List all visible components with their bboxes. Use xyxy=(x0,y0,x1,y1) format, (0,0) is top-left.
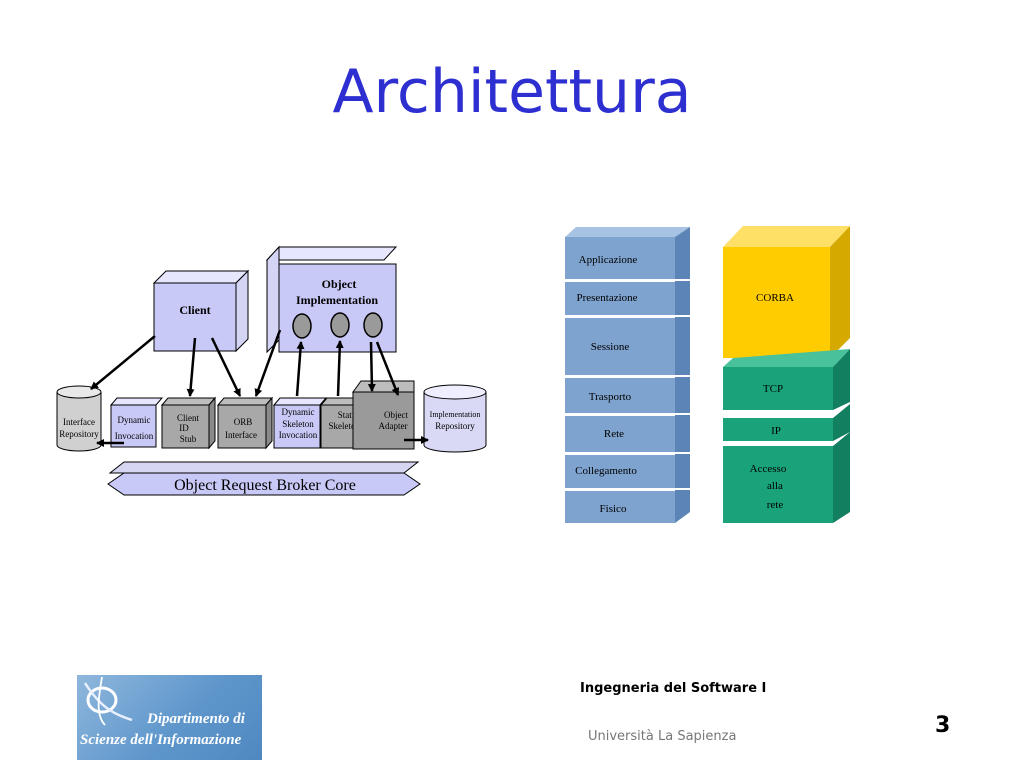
object-adapter-label-2: Adapter xyxy=(379,421,408,431)
ip-layer: IP xyxy=(723,404,850,441)
corba-layer: CORBA xyxy=(723,226,850,358)
access-label-3: rete xyxy=(767,499,784,511)
corba-tcpip-stack: CORBA TCP IP Accesso alla rete xyxy=(723,226,850,523)
orb-interface-label-1: ORB xyxy=(234,417,253,427)
orb-core-bar: Object Request Broker Core xyxy=(107,461,421,496)
servant-object-3 xyxy=(363,312,383,338)
osi-layer-rete: Rete xyxy=(565,416,675,452)
call-arrows xyxy=(90,329,429,447)
arrow-dsi-to-object xyxy=(295,341,305,397)
orb-interface-box: ORB Interface xyxy=(216,396,274,450)
access-label-1: Accesso xyxy=(750,463,787,475)
osi-layer-applicazione: Applicazione xyxy=(565,237,675,279)
implementation-repository-label-2: Repository xyxy=(435,421,475,431)
logo-text-line-1: Dipartimento di xyxy=(147,711,245,727)
osi-layer-collegamento: Collegamento xyxy=(565,455,675,488)
servant-object-1 xyxy=(292,313,312,339)
arrow-client-to-orb-interface xyxy=(210,337,242,397)
dsi-label-1: Dynamic xyxy=(282,407,315,417)
object-implementation-box: Object Implementation xyxy=(265,245,398,354)
osi-layer-sessione: Sessione xyxy=(565,318,675,375)
logo-text-line-2: Scienze dell'Informazione xyxy=(80,732,242,748)
slide-title: Architettura xyxy=(332,57,692,127)
object-adapter-label-1: Object xyxy=(384,410,408,420)
client-stub-label-1: Client xyxy=(177,413,199,423)
svg-text:Sessione: Sessione xyxy=(591,341,630,353)
object-implementation-label-2: Implementation xyxy=(296,293,378,307)
corba-architecture-diagram: Client Object Implementation Interface R… xyxy=(56,245,487,496)
arrow-object-to-adapter xyxy=(367,341,376,392)
servant-object-2 xyxy=(330,312,350,338)
orb-interface-label-2: Interface xyxy=(225,430,257,440)
interface-repository-label-2: Repository xyxy=(59,429,99,439)
logo-emblem-icon xyxy=(83,676,133,726)
arrow-client-to-interface-repo xyxy=(90,335,156,390)
dynamic-invocation-label-2: Invocation xyxy=(115,431,154,441)
client-label: Client xyxy=(179,303,210,317)
dsi-label-3: Invocation xyxy=(279,430,318,440)
client-box: Client xyxy=(152,269,250,353)
arrow-object-to-orb-interface xyxy=(254,329,282,397)
corba-label: CORBA xyxy=(756,292,794,304)
svg-text:Presentazione: Presentazione xyxy=(576,292,637,304)
client-stub-label-3: Stub xyxy=(180,434,197,444)
network-access-layer: Accesso alla rete xyxy=(723,432,850,523)
svg-text:Rete: Rete xyxy=(604,428,624,440)
static-skeletons-label-1: Static xyxy=(338,410,359,420)
osi-stack: Applicazione Presentazione Sessione Tras… xyxy=(565,227,690,523)
osi-layer-trasporto: Trasporto xyxy=(565,378,675,413)
dynamic-invocation-box: Dynamic Invocation xyxy=(109,397,164,448)
static-skeletons-label-2: Skeletons xyxy=(329,421,364,431)
department-logo: Dipartimento di Scienze dell'Informazion… xyxy=(77,675,262,760)
osi-layer-fisico: Fisico xyxy=(565,491,675,523)
client-idl-stub-box: Client ID Stub xyxy=(160,396,217,450)
interface-repository-label-1: Interface xyxy=(63,417,95,427)
svg-text:Collegamento: Collegamento xyxy=(575,465,637,477)
interface-repository: Interface Repository xyxy=(56,385,102,452)
dsi-label-2: Skeleton xyxy=(282,419,314,429)
svg-text:Fisico: Fisico xyxy=(600,503,627,515)
dynamic-skeleton-invocation-box: Dynamic Skeleton Invocation xyxy=(272,397,328,449)
ip-label: IP xyxy=(771,425,781,437)
implementation-repository-label-1: Implementation xyxy=(430,410,481,419)
svg-text:Applicazione: Applicazione xyxy=(579,254,638,266)
footer-university: Università La Sapienza xyxy=(588,729,737,744)
arrow-client-to-stub xyxy=(186,337,197,397)
tcp-layer: TCP xyxy=(723,349,850,410)
osi-layer-presentazione: Presentazione xyxy=(565,282,675,315)
object-implementation-label-1: Object xyxy=(322,277,357,291)
footer-course-title: Ingegneria del Software I xyxy=(580,681,767,696)
arrow-skeleton-to-object xyxy=(335,340,344,397)
tcp-label: TCP xyxy=(763,383,783,395)
access-label-2: alla xyxy=(767,480,783,492)
dynamic-invocation-label-1: Dynamic xyxy=(118,415,151,425)
page-number: 3 xyxy=(935,713,951,738)
client-stub-label-2: ID xyxy=(179,423,189,433)
orb-core-label: Object Request Broker Core xyxy=(174,477,356,494)
object-adapter-box: Object Adapter xyxy=(352,380,415,450)
arrow-object-to-adapter-2 xyxy=(375,341,400,396)
svg-text:Trasporto: Trasporto xyxy=(589,391,632,403)
implementation-repository: Implementation Repository xyxy=(423,384,487,453)
